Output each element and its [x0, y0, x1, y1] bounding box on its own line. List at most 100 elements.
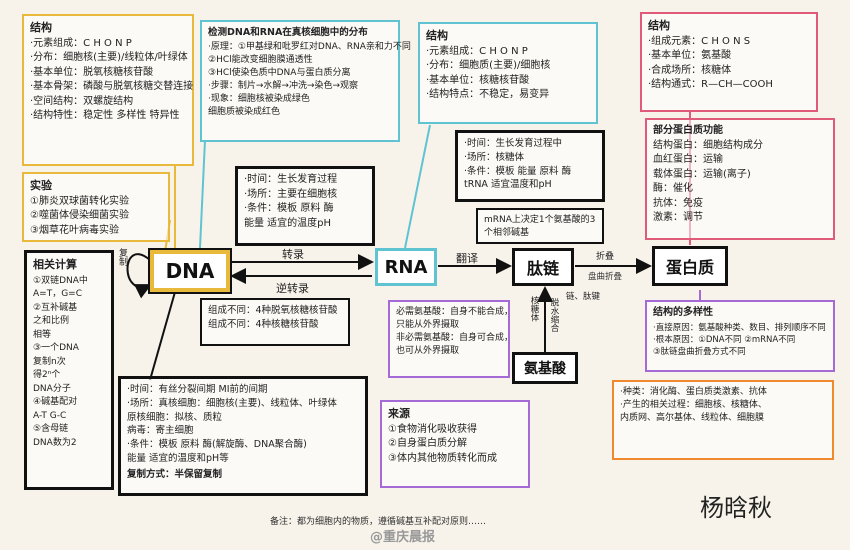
protein-structure-line: ·合成场所：核糖体	[648, 64, 732, 76]
transcription-line: ·时间：生长发育过程	[244, 174, 338, 185]
protein-structure-title: 结构	[648, 19, 670, 32]
distribution-line: ③HCl使染色质中DNA与蛋白质分离	[208, 67, 351, 78]
calc-line: 复制n次	[33, 356, 66, 367]
distribution-box: 检测DNA和RNA在真核细胞中的分布 ·原理：①甲基绿和吡罗红对DNA、RNA亲…	[200, 20, 411, 142]
protein-synthesis-box: ·种类：消化酶、蛋白质类激素、抗体 ·产生的相关过程：细胞核、核糖体、 内质网、…	[612, 380, 834, 460]
link-label: 链、肽键	[566, 292, 601, 302]
amino-source-title: 来源	[388, 407, 410, 420]
amino-type-line: 必需氨基酸：自身不能合成，	[396, 307, 514, 317]
rna-structure-title: 结构	[426, 29, 448, 42]
calc-line: 相等	[33, 329, 52, 340]
protein-synthesis-line: ·产生的相关过程：细胞核、核糖体、	[620, 400, 767, 411]
transcription-line: 能量 适宜的温度pH	[244, 217, 332, 229]
dna-structure-title: 结构	[30, 21, 52, 34]
distribution-line: ②HCl能改变细胞膜通透性	[208, 54, 313, 65]
replication-loop	[126, 253, 152, 299]
protein-diversity-title: 结构的多样性	[653, 307, 713, 318]
experiment-line: ③烟草花叶病毒实验	[30, 224, 119, 236]
footer-note: 备注：都为细胞内的物质，遵循碱基互补配对原则……	[270, 517, 487, 527]
calc-line: A-T G-C	[33, 410, 67, 421]
amino-source-line: ③体内其他物质转化而成	[388, 452, 497, 464]
amino-source-line: ①食物消化吸收获得	[388, 423, 477, 435]
rna-structure-line: ·结构特点：不稳定，易变异	[426, 89, 550, 101]
amino-types-box: 必需氨基酸：自身不能合成， 只能从外界摄取 非必需氨基酸：自身可合成， 也可从外…	[388, 300, 514, 378]
transcription-box: ·时间：生长发育过程 ·场所：主要在细胞核 ·条件：模板 原料 酶 能量 适宜的…	[235, 166, 375, 246]
protein-function-line: 载体蛋白：运输(离子)	[653, 168, 751, 180]
protein-function-line: 结构蛋白：细胞结构成分	[653, 139, 763, 151]
condense-label: 脱水缩合	[549, 298, 559, 332]
amino-source-box: 来源 ①食物消化吸收获得 ②自身蛋白质分解 ③体内其他物质转化而成	[380, 400, 530, 488]
experiment-line: ②噬菌体侵染细菌实验	[30, 210, 129, 222]
dna-structure-line: ·空间结构：双螺旋结构	[30, 95, 134, 107]
replication-line: ·时间：有丝分裂间期 MI前的间期	[127, 384, 268, 395]
protein-diversity-box: 结构的多样性 ·直接原因：氨基酸种类、数目、排列顺序不同 ·根本原因：①DNA不…	[645, 300, 835, 372]
rna-structure-box: 结构 ·元素组成：C H O N P ·分布：细胞质(主要)/细胞核 ·基本单位…	[418, 22, 598, 124]
calc-line: 得2ⁿ个	[33, 370, 61, 380]
dna-structure-line: ·基本单位：脱氧核糖核苷酸	[30, 66, 154, 78]
nucleotide-compare-line: 组成不同：4种脱氧核糖核苷酸	[208, 305, 338, 316]
reverse-transcribe-label: 逆转录	[276, 282, 309, 295]
protein-functions-box: 部分蛋白质功能 结构蛋白：细胞结构成分 血红蛋白：运输 载体蛋白：运输(离子) …	[645, 118, 835, 240]
calc-line: 之和比例	[33, 316, 70, 326]
dna-node: DNA	[148, 248, 232, 294]
ribosome-side-label: 核糖体	[529, 296, 539, 322]
mrna-note-box: mRNA上决定1个氨基酸的3个相邻碱基	[476, 208, 604, 244]
amino-source-line: ②自身蛋白质分解	[388, 438, 467, 450]
translation-line: tRNA 适宜温度和pH	[464, 179, 552, 191]
protein-synthesis-line: ·种类：消化酶、蛋白质类激素、抗体	[620, 387, 767, 397]
experiment-line: ①肺炎双球菌转化实验	[30, 195, 129, 207]
rna-node: RNA	[375, 248, 437, 286]
protein-function-line: 血红蛋白：运输	[653, 154, 723, 165]
dna-structure-line: ·基本骨架：磷酸与脱氧核糖交替连接	[30, 81, 194, 93]
nucleotide-compare-box: 组成不同：4种脱氧核糖核苷酸 组成不同：4种核糖核苷酸	[200, 298, 350, 346]
watermark: @重庆晨报	[370, 530, 436, 545]
distribution-line: ·原理：①甲基绿和吡罗红对DNA、RNA亲和力不同	[208, 41, 411, 52]
connector-dna-cyan	[199, 139, 206, 249]
protein-structure-line: ·基本单位：氨基酸	[648, 50, 732, 62]
replication-line: ·条件：模板 原料 酶(解旋酶、DNA聚合酶)	[127, 439, 307, 451]
peptide-node: 肽链	[512, 248, 574, 286]
nucleotide-compare-line: 组成不同：4种核糖核苷酸	[208, 318, 319, 330]
protein-diversity-line: ③肽链盘曲折叠方式不同	[653, 347, 746, 358]
protein-function-line: 抗体：免疫	[653, 197, 703, 209]
calc-line: ④碱基配对	[33, 397, 78, 407]
rna-structure-line: ·基本单位：核糖核苷酸	[426, 74, 530, 86]
protein-structure-line: ·组成元素：C H O N S	[648, 35, 751, 47]
transcription-line: ·场所：主要在细胞核	[244, 188, 338, 200]
transcribe-label: 转录	[282, 248, 304, 261]
amino-type-line: 只能从外界摄取	[396, 320, 460, 331]
protein-structure-box: 结构 ·组成元素：C H O N S ·基本单位：氨基酸 ·合成场所：核糖体 ·…	[640, 12, 818, 112]
replication-line: 原核细胞：拟核、质粒	[127, 411, 223, 423]
protein-node: 蛋白质	[652, 246, 728, 286]
calc-line: A=T，G=C	[33, 289, 82, 299]
protein-diversity-line: ·直接原因：氨基酸种类、数目、排列顺序不同	[653, 322, 826, 333]
replication-line: 能量 适宜的温度和pH等	[127, 452, 229, 464]
experiment-box: 实验 ①肺炎双球菌转化实验 ②噬菌体侵染细菌实验 ③烟草花叶病毒实验	[22, 172, 170, 242]
rna-structure-line: ·分布：细胞质(主要)/细胞核	[426, 60, 551, 72]
mrna-note-text: mRNA上决定1个氨基酸的3个相邻碱基	[484, 215, 596, 239]
protein-diversity-line: ·根本原因：①DNA不同 ②mRNA不同	[653, 334, 796, 345]
distribution-line: 细胞质被染成红色	[208, 107, 281, 117]
translation-line: ·时间：生长发育过程中	[464, 138, 563, 149]
distribution-title: 检测DNA和RNA在真核细胞中的分布	[208, 27, 368, 38]
amino-type-line: 也可从外界摄取	[396, 346, 460, 357]
protein-synthesis-line: 内质网、高尔基体、线粒体、细胞膜	[620, 413, 765, 424]
protein-function-line: 激素：调节	[653, 212, 703, 223]
distribution-line: ·步骤：制片→水解→冲洗→染色→观察	[208, 80, 359, 91]
calc-line: ①双链DNA中	[33, 275, 88, 286]
fold-sub-label: 盘曲折叠	[588, 272, 623, 282]
transcription-line: ·条件：模板 原料 酶	[244, 203, 334, 214]
translate-label: 翻译	[456, 252, 478, 265]
connector-replication	[149, 291, 176, 381]
distribution-line: ·现象：细胞核被染成绿色	[208, 93, 310, 104]
amino-type-line: 非必需氨基酸：自身可合成，	[396, 333, 514, 344]
protein-function-line: 酶：催化	[653, 183, 693, 194]
dna-structure-box: 结构 ·元素组成：C H O N P ·分布：细胞核(主要)/线粒体/叶绿体 ·…	[22, 14, 194, 166]
calc-line: ③一个DNA	[33, 343, 79, 353]
replication-mode: 复制方式：半保留复制	[127, 468, 223, 480]
replication-box: ·时间：有丝分裂间期 MI前的间期 ·场所：真核细胞：细胞核(主要)、线粒体、叶…	[118, 376, 368, 496]
calc-line: DNA数为2	[33, 437, 77, 448]
translation-box: ·时间：生长发育过程中 ·场所：核糖体 ·条件：模板 能量 原料 酶 tRNA …	[455, 130, 605, 202]
calc-line: ②互补碱基	[33, 302, 78, 313]
